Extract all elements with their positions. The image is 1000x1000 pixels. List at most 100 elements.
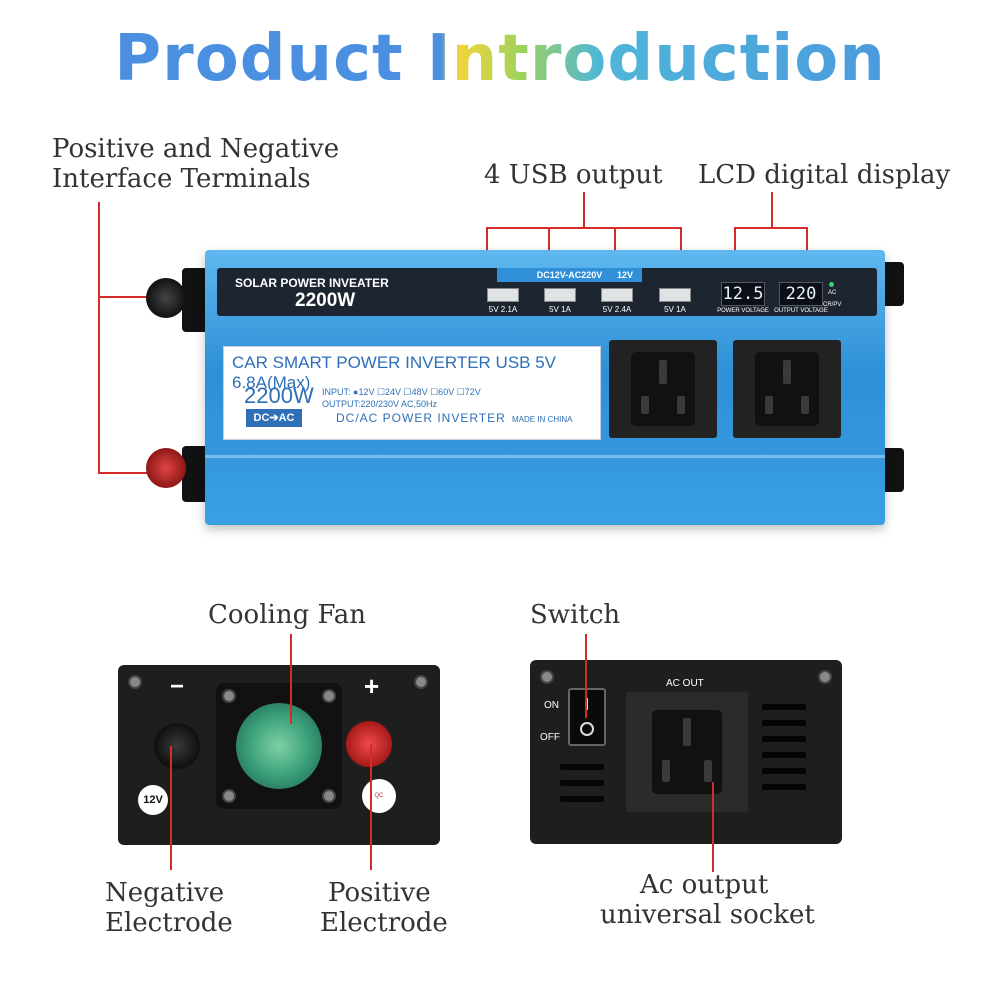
body-ridge [205, 455, 885, 458]
terminals-line-bottom [98, 472, 150, 474]
ac-output-socket[interactable] [626, 692, 748, 812]
fan-screw-icon [222, 789, 236, 803]
power-voltage-label: POWER VOLTAGE [717, 308, 769, 314]
usb-port-2 [544, 288, 576, 302]
usb-line-bar [486, 227, 682, 229]
sticker-model: DC/AC POWER INVERTER [336, 411, 506, 425]
ac-out-label: AC OUT [666, 678, 704, 689]
switch-on-label: ON [544, 700, 559, 711]
output-voltage-lcd: 220 [779, 282, 823, 306]
voltage-badge-bottom: 12V [138, 785, 168, 815]
product-sticker: CAR SMART POWER INVERTER USB 5V 6.8A(Max… [223, 346, 601, 440]
sticker-title: CAR SMART POWER INVERTER USB 5V 6.8A(Max… [232, 353, 557, 392]
negative-callout-line-2: Electrode [105, 908, 233, 938]
corner-screw-icon [818, 670, 832, 684]
sticker-made-in: MADE IN CHINA [512, 415, 573, 424]
vent-slot [762, 752, 806, 758]
switch-callout: Switch [530, 600, 621, 630]
cooling-fan [216, 683, 342, 809]
output-voltage-label: OUTPUT VOLTAGE [774, 308, 828, 314]
power-switch[interactable] [568, 688, 606, 746]
ac-output-callout-line-1: Ac output [640, 870, 769, 900]
socket-hole [783, 360, 791, 384]
socket-hole [641, 396, 649, 414]
fan-blades-icon [236, 703, 322, 789]
negative-callout-line-1: Negative [105, 878, 225, 908]
brand-name: SOLAR POWER INVEATER [235, 276, 389, 290]
terminals-line-top [98, 296, 150, 298]
lcd-line-stem [771, 192, 773, 228]
minus-sign: − [170, 673, 185, 700]
vent-slot [560, 780, 604, 786]
voltage-badge-top: 12V [617, 270, 634, 280]
positive-line [370, 744, 372, 870]
socket-hole [677, 396, 685, 414]
fan-line [290, 634, 292, 724]
corner-screw-icon [540, 670, 554, 684]
sticker-output: OUTPUT:220/230V AC,50Hz [322, 399, 438, 409]
ac-end-panel: AC OUT ON OFF [530, 660, 842, 844]
lcd-line-bar [734, 227, 808, 229]
vent-slot [762, 704, 806, 710]
ac-socket-2 [733, 340, 841, 438]
switch-on-mark-icon [586, 698, 588, 710]
ac-socket-1-face [631, 352, 695, 426]
ac-indicator-led [829, 282, 834, 287]
vent-slot [762, 736, 806, 742]
socket-hole [704, 760, 712, 782]
dc-ac-strip: DC12V-AC220V [497, 268, 642, 282]
vent-slot [762, 720, 806, 726]
ac-socket-1 [609, 340, 717, 438]
brand-power: 2200W [295, 290, 356, 311]
usb-line-stem [583, 192, 585, 228]
negative-terminal-knob-icon [154, 723, 200, 769]
terminals-line-vertical [98, 202, 100, 474]
terminals-callout-line-1: Positive and Negative [52, 134, 340, 164]
top-control-panel: SOLAR POWER INVEATER 2200W DC12V-AC220V … [217, 268, 877, 316]
socket-hole [801, 396, 809, 414]
vent-slot [762, 784, 806, 790]
usb-callout: 4 USB output [484, 160, 663, 190]
fan-screw-icon [222, 689, 236, 703]
socket-hole [659, 360, 667, 384]
usb-port-2-label: 5V 1A [549, 305, 571, 314]
vent-slot [560, 764, 604, 770]
corner-screw-icon [128, 675, 142, 689]
sticker-dcac-badge: DC➔AC [246, 409, 302, 427]
terminals-callout-line-2: Interface Terminals [52, 164, 311, 194]
positive-callout-line-1: Positive [328, 878, 431, 908]
corner-screw-icon [414, 675, 428, 689]
usb-port-1-label: 5V 2.1A [488, 305, 518, 314]
page-title: Product Introduction [0, 22, 1000, 96]
power-voltage-lcd: 12.5 [721, 282, 765, 306]
ac-indicator-label: AC [828, 290, 837, 296]
usb-port-1 [487, 288, 519, 302]
sticker-input: INPUT: ●12V ☐24V ☐48V ☐60V ☐72V [322, 387, 481, 397]
fan-screw-icon [322, 689, 336, 703]
ac-socket-2-face [755, 352, 819, 426]
pv-indicator-label: CR/PV [823, 302, 842, 308]
socket-hole [683, 718, 691, 746]
socket-hole [662, 760, 670, 782]
vent-slot [762, 768, 806, 774]
lcd-callout: LCD digital display [698, 160, 951, 190]
switch-off-mark-icon [580, 722, 594, 736]
dc-end-panel: − + 12V QC PASSED [118, 665, 440, 845]
switch-off-label: OFF [540, 732, 560, 743]
usb-port-4 [659, 288, 691, 302]
plus-sign: + [364, 671, 380, 701]
ac-output-line [712, 782, 714, 872]
vent-slot [560, 796, 604, 802]
usb-port-3 [601, 288, 633, 302]
positive-terminal-knob-icon [346, 721, 392, 767]
socket-hole [765, 396, 773, 414]
ac-output-callout-line-2: universal socket [600, 900, 815, 930]
sticker-power: 2200W [244, 383, 314, 408]
usb-port-4-label: 5V 1A [664, 305, 686, 314]
positive-callout-line-2: Electrode [320, 908, 448, 938]
usb-port-3-label: 5V 2.4A [602, 305, 632, 314]
negative-terminal-icon [146, 278, 186, 318]
qc-passed-badge: QC PASSED [362, 779, 396, 813]
switch-line [585, 634, 587, 718]
negative-line [170, 746, 172, 870]
